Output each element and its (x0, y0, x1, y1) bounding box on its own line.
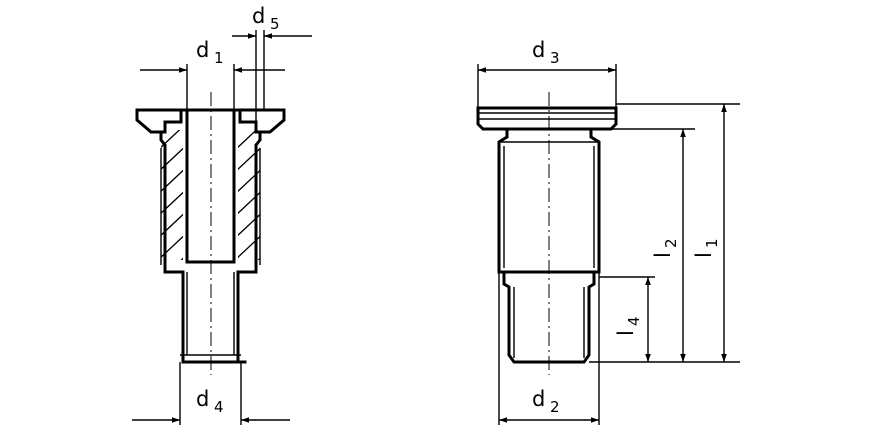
dimension-d3: d 3 (477, 38, 617, 108)
body-outline-left (159, 130, 247, 364)
label-l4-base: l (614, 330, 638, 336)
label-l2-base: l (651, 252, 675, 258)
exterior-view (476, 92, 618, 375)
dimension-l2: l 2 (651, 129, 686, 362)
label-d5-base: d (252, 4, 265, 28)
label-d4-base: d (196, 387, 209, 411)
dimension-l4: l 4 (614, 277, 651, 362)
hatch-left (161, 130, 183, 260)
dimension-l1: l 1 (692, 104, 727, 362)
label-d3-sub: 3 (550, 49, 560, 67)
label-d1-base: d (196, 38, 209, 62)
label-l1-base: l (692, 252, 716, 258)
label-l4-sub: 4 (625, 316, 643, 326)
label-d5-sub: 5 (270, 15, 280, 33)
dimension-d2: d 2 (498, 272, 600, 425)
section-view (135, 92, 286, 375)
dimension-d1: d 1 (140, 38, 285, 112)
hatch-right (238, 130, 260, 260)
label-d2-base: d (532, 387, 545, 411)
label-d3-base: d (532, 38, 545, 62)
dimension-d4: d 4 (132, 362, 290, 425)
label-d1-sub: 1 (214, 49, 224, 67)
body-outline-right (236, 130, 262, 364)
dimension-d5: d 5 (232, 4, 312, 132)
label-l2-sub: 2 (662, 238, 680, 248)
label-d4-sub: 4 (214, 398, 224, 416)
thread-lines (160, 148, 261, 356)
flange-outline (135, 108, 286, 134)
label-l1-sub: 1 (703, 238, 721, 248)
label-d2-sub: 2 (550, 398, 560, 416)
